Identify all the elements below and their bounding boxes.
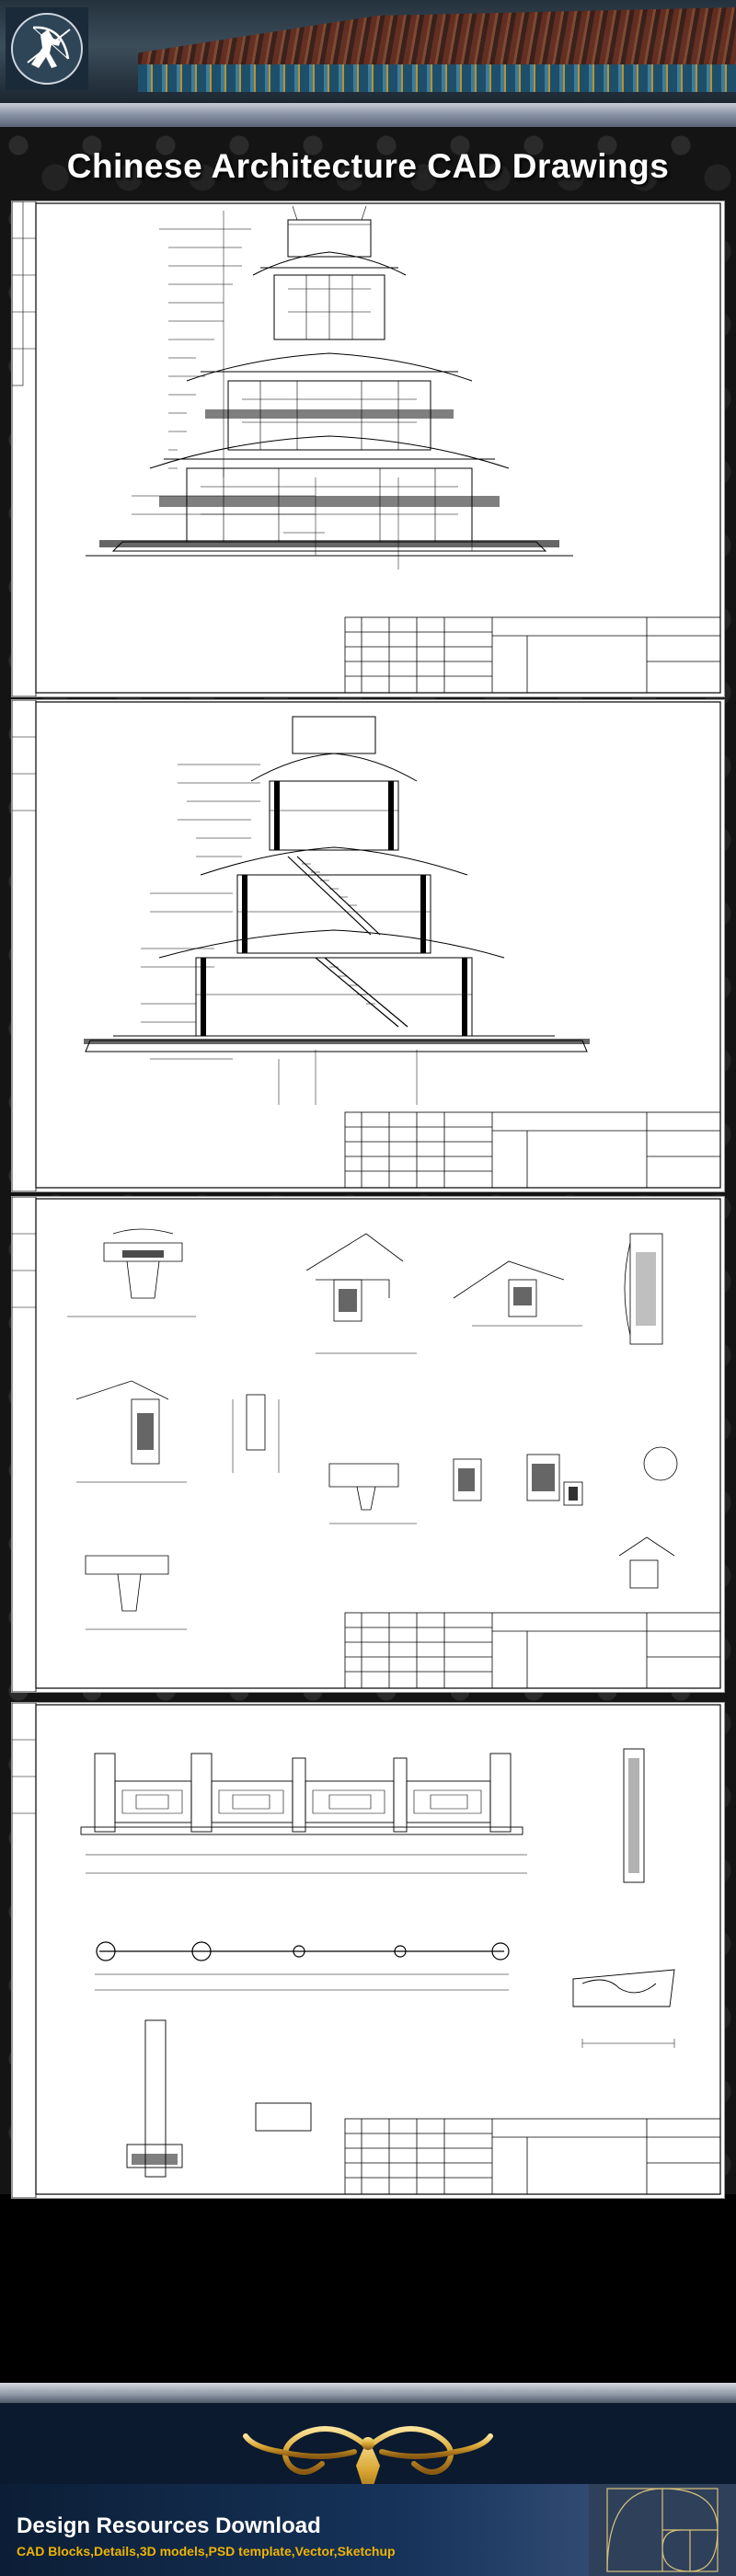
archer-logo-icon[interactable] <box>6 7 88 90</box>
pagoda-elevation-drawing <box>12 201 721 696</box>
page-title: Chinese Architecture CAD Drawings <box>66 147 670 185</box>
construction-details-drawing <box>12 1197 721 1692</box>
footer-divider <box>0 2383 736 2403</box>
eave-photo <box>138 64 736 92</box>
footer-title: Design Resources Download <box>17 2513 321 2538</box>
balustrade-details-drawing <box>12 1703 721 2198</box>
sheet-pagoda-elevation <box>11 201 725 697</box>
sheet-pagoda-section <box>11 699 725 1192</box>
golden-spiral-icon <box>589 2484 736 2576</box>
site-header <box>0 0 736 103</box>
footer-subtitle: CAD Blocks,Details,3D models,PSD templat… <box>17 2544 396 2559</box>
pagoda-section-drawing <box>12 700 721 1191</box>
sheet-construction-details <box>11 1196 725 1693</box>
sheet-balustrade-details <box>11 1702 725 2199</box>
gold-ornament-icon <box>243 2426 493 2502</box>
header-divider <box>0 103 736 127</box>
